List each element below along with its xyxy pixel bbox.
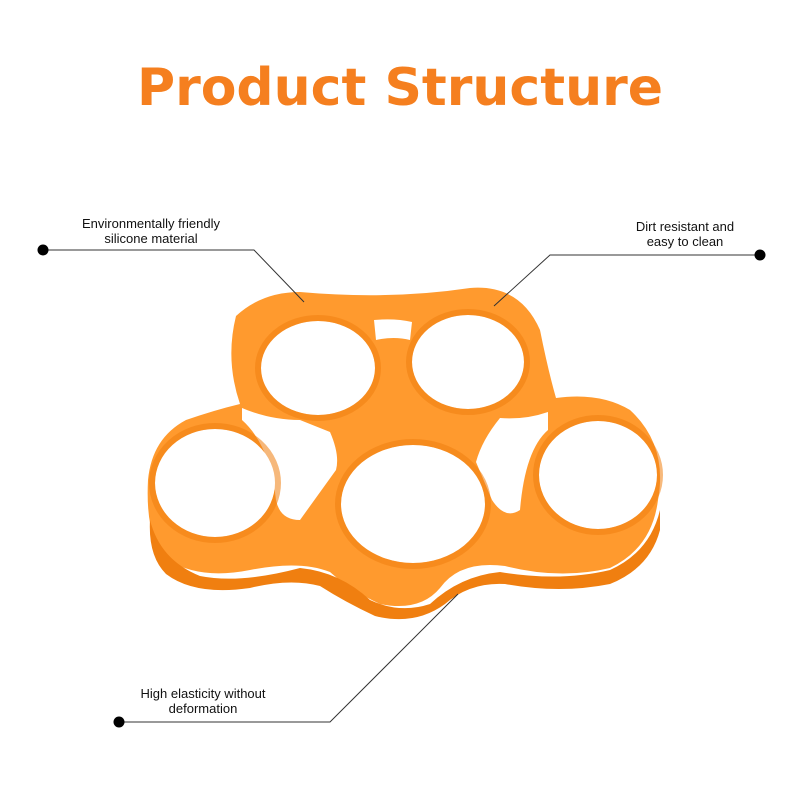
callout-text: Dirt resistant and (635, 219, 735, 234)
callout-text: Environmentally friendly (81, 216, 220, 231)
callout-line-1 (43, 249, 305, 303)
page-title: Product Structure (136, 58, 664, 118)
callout-dot-3 (113, 716, 125, 728)
callout-dot-2 (754, 249, 766, 261)
callout-text: silicone material (104, 231, 198, 246)
callout-high-elasticity: High elasticity without deformation (108, 686, 298, 716)
callout-dot-1 (37, 244, 49, 256)
callout-text: High elasticity without (140, 686, 266, 701)
exerciser-body (147, 287, 661, 606)
callout-text: easy to clean (646, 234, 724, 249)
callout-dots (37, 244, 766, 728)
callout-line-2 (493, 254, 760, 307)
ring-rims (149, 309, 663, 569)
callout-easy-clean: Dirt resistant and easy to clean (600, 219, 770, 249)
callout-lines (43, 249, 760, 723)
callout-line-3 (119, 593, 459, 723)
callout-text: deformation (168, 701, 238, 716)
callout-silicone-material: Environmentally friendly silicone materi… (46, 216, 256, 246)
